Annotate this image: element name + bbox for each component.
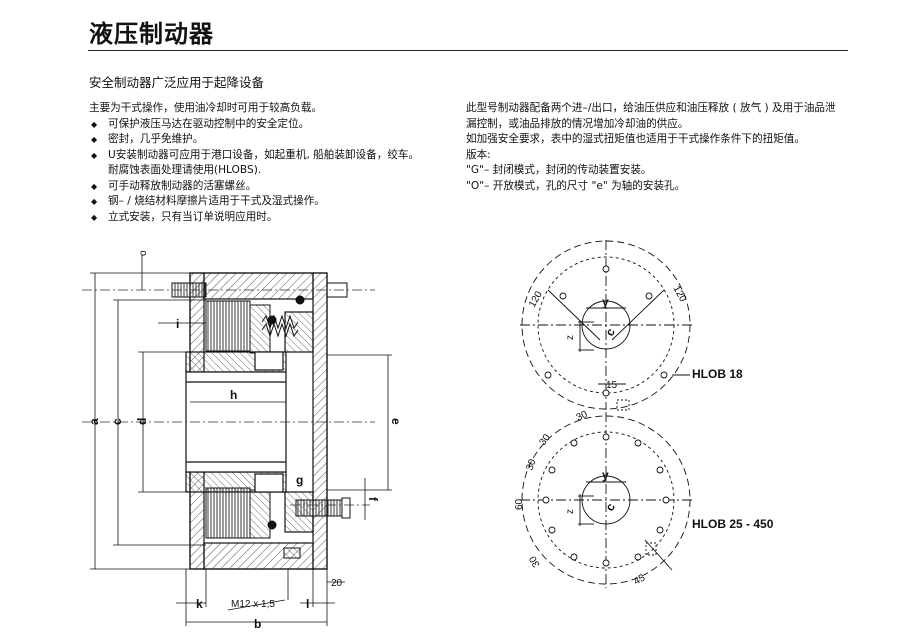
subtitle: 安全制动器广泛应用于起降设备 [89, 75, 265, 90]
description-column: 此型号制动器配备两个进–/出口，给油压供应和油压释放 ( 放气 ) 及用于油品泄… [466, 101, 846, 194]
page-title: 液压制动器 [89, 20, 214, 48]
dim-f: f [366, 497, 380, 502]
list-item: U安装制动器可应用于港口设备，如起重机, 船舶装卸设备，绞车。耐腐蚀表面处理请使… [89, 148, 459, 179]
flange18-dim-15: 15 [606, 380, 618, 391]
dim-20: 20 [331, 578, 343, 589]
dim-o: o [138, 250, 149, 256]
dim-i: i [176, 317, 179, 331]
flange18-label: HLOB 18 [692, 367, 743, 381]
flange25-c: c [602, 500, 618, 513]
dim-l: l [306, 597, 309, 611]
list-item-note: 耐腐蚀表面处理请使用(HLOBS). [108, 164, 262, 176]
disc-pack-top [205, 300, 271, 539]
flange25-a30-top: 30 [575, 409, 590, 424]
dim-e: e [389, 418, 403, 425]
version-g: "G"– 封闭模式，封闭的传动装置安装。 [466, 164, 652, 176]
list-item: 可手动释放制动器的活塞螺丝。 [89, 179, 459, 195]
flange25-a30-mid: 30 [524, 457, 538, 472]
flange18-angle-right: 120 [670, 284, 688, 304]
flange-view-hlob25 [520, 412, 692, 588]
list-item: 立式安装，只有当订单说明应用时。 [89, 210, 459, 226]
flange25-labels: y z c 30 30 30 60 30 45 HLOB 25 - 450 [514, 409, 774, 588]
dim-c: c [110, 418, 124, 425]
dim-m12: M12 x 1,5 [231, 599, 275, 610]
feature-list: 可保护液压马达在驱动控制中的安全定位。 密封，几乎免维护。 U安装制动器可应用于… [89, 117, 459, 226]
title-divider [88, 50, 848, 51]
dim-a: a [87, 418, 101, 425]
flange25-a30-left: 30 [537, 432, 553, 448]
flange25-a45: 45 [632, 572, 648, 587]
list-item: 密封，几乎免维护。 [89, 132, 459, 148]
flange18-z: z [565, 335, 576, 340]
ports [171, 282, 351, 519]
flange25-a30-bottom: 30 [527, 553, 542, 569]
dim-d: d [135, 418, 149, 425]
list-item-text: U安装制动器可应用于港口设备，如起重机, 船舶装卸设备，绞车。 [108, 148, 420, 161]
flange25-label: HLOB 25 - 450 [692, 517, 774, 531]
list-item: 钢– / 烧结材料摩擦片适用于干式及湿式操作。 [89, 194, 459, 210]
dim-h: h [230, 388, 237, 402]
dimension-labels: o i h a c d e g f k l b M12 x 1,5 20 [87, 250, 403, 631]
centerlines [82, 289, 375, 506]
dimension-lines [90, 255, 392, 626]
flange25-y: y [602, 468, 609, 482]
dim-g: g [296, 473, 303, 487]
flange-view-hlob18 [520, 240, 692, 411]
dim-k: k [196, 597, 203, 611]
version-label: 版本: [466, 148, 491, 161]
list-item: 可保护液压马达在驱动控制中的安全定位。 [89, 117, 459, 133]
description-para1: 此型号制动器配备两个进–/出口，给油压供应和油压释放 ( 放气 ) 及用于油品泄… [466, 102, 836, 130]
dim-b: b [254, 617, 261, 631]
version-o: "O"– 开放模式，孔的尺寸 "e" 为轴的安装孔。 [466, 179, 686, 192]
flange25-z: z [565, 509, 576, 514]
flange18-y: y [602, 295, 609, 309]
features-column: 主要为干式操作，使用油冷却时可用于较高负载。 可保护液压马达在驱动控制中的安全定… [89, 101, 459, 225]
springs [261, 295, 305, 559]
flange25-a60: 60 [514, 498, 525, 510]
flange18-angle-left: 120 [527, 289, 545, 309]
intro-text: 主要为干式操作，使用油冷却时可用于较高负载。 [89, 102, 323, 114]
description-para2: 如加强安全要求，表中的湿式扭矩值也适用于干式操作条件下的扭矩值。 [466, 133, 805, 145]
